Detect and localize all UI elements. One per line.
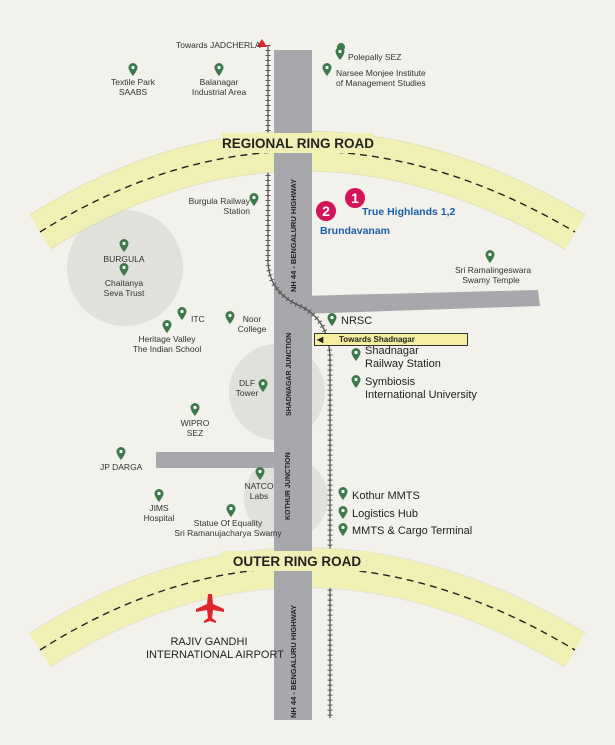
itc-label: ITC	[191, 314, 205, 324]
pin-mmts-cargo-icon	[338, 523, 348, 536]
pin-narsee-icon	[322, 63, 332, 76]
pin-logistics-icon	[338, 506, 348, 519]
highway-label-upper: NH 44 - BENGALURU HIGHWAY	[289, 179, 298, 292]
regional-ring-road-label: REGIONAL RING ROAD	[222, 136, 374, 151]
airport-plane-icon	[196, 594, 224, 623]
pin-kothur-mmts-icon	[338, 487, 348, 500]
pin-jims-icon	[154, 489, 164, 502]
pin-dlf-icon	[258, 379, 268, 392]
jp-darga-label: JP DARGA	[100, 462, 143, 472]
mmts-cargo-label: MMTS & Cargo Terminal	[352, 525, 473, 537]
pin-jp-darga-icon	[116, 447, 126, 460]
shadnagar-junction-label: SHADNAGAR JUNCTION	[286, 333, 293, 416]
project-marker-2[interactable]: 2	[316, 201, 336, 221]
towards-jadcherla-label: Towards JADCHERLA	[176, 40, 261, 50]
pin-statue-icon	[226, 504, 236, 517]
jadcherla-arrow-icon	[257, 39, 267, 47]
pin-wipro-icon	[190, 403, 200, 416]
burgula-label: BURGULA	[103, 254, 145, 264]
pin-polepally-icon	[335, 47, 345, 60]
pin-noor-icon	[225, 311, 235, 324]
kothur-junction-label: KOTHUR JUNCTION	[285, 452, 292, 520]
pin-itc-icon	[177, 307, 187, 320]
true-highlands-label[interactable]: True Highlands 1,2	[362, 206, 456, 218]
outer-ring-road-label: OUTER RING ROAD	[233, 554, 362, 569]
towards-shadnagar-sign: ◀Towards Shadnagar	[314, 333, 468, 346]
brundavanam-label[interactable]: Brundavanam	[320, 225, 391, 237]
pin-balanagar-icon	[214, 63, 224, 76]
project-marker-1[interactable]: 1	[345, 188, 365, 208]
pin-burgula-station-icon	[249, 193, 259, 206]
pin-symbiosis-icon	[351, 375, 361, 388]
pin-textile-icon	[128, 63, 138, 76]
highway-label-lower: NH 44 - BENGALURU HIGHWAY	[289, 605, 298, 718]
pin-sri-ramalingeswara-icon	[485, 250, 495, 263]
road-west	[156, 452, 286, 468]
logistics-hub-label: Logistics Hub	[352, 508, 419, 520]
arrow-left-icon: ◀	[317, 335, 324, 344]
pin-shadnagar-station-icon	[351, 348, 361, 361]
nrsc-label: NRSC	[341, 315, 373, 327]
pin-heritage-icon	[162, 320, 172, 333]
polepally-label: Polepally SEZ	[348, 52, 402, 62]
pin-chaitanya-icon	[119, 263, 129, 276]
pin-nrsc-icon	[327, 313, 337, 326]
pin-natco-icon	[255, 467, 265, 480]
road-east	[300, 290, 540, 314]
pin-burgula-icon	[119, 239, 129, 252]
kothur-mmts-label: Kothur MMTS	[352, 490, 420, 502]
